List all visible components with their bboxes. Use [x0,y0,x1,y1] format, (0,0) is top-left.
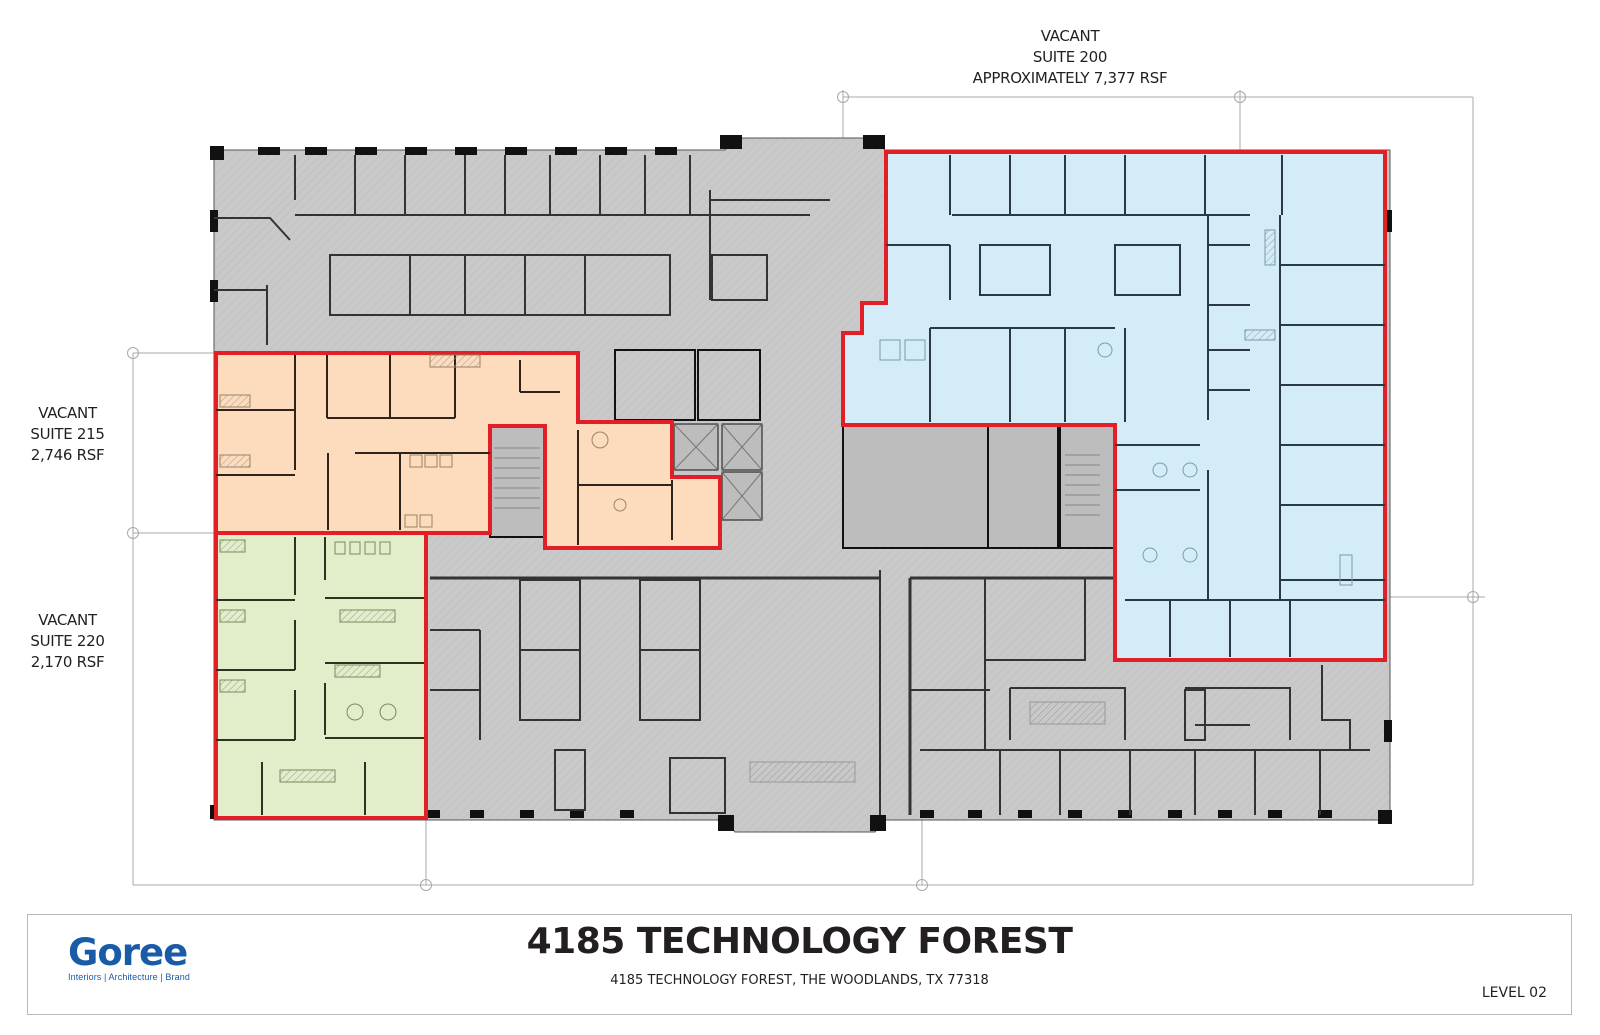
suite-200-area[interactable] [841,150,1387,662]
suite-220-furniture [219,539,397,783]
suite-220-status: VACANT [38,611,97,629]
suite-220-area: 2,170 RSF [30,653,105,671]
title-block: Goree Interiors | Architecture | Brand 4… [27,914,1572,1015]
logo-wordmark: Goree [68,931,188,974]
suite-215-area[interactable] [214,351,722,550]
logo-tagline: Interiors | Architecture | Brand [68,972,190,982]
suite-215-walls [216,355,673,545]
project-title: 4185 TECHNOLOGY FOREST [526,921,1073,962]
suite-200-label: VACANT SUITE 200 APPROXIMATELY 7,377 RSF [950,26,1190,89]
building-core [489,349,1116,549]
suite-200-furniture [879,229,1353,586]
suite-200-area: APPROXIMATELY 7,377 RSF [972,69,1168,87]
floor-plan [127,90,1485,891]
floor-level: LEVEL 02 [1481,985,1547,1001]
suite-215-status: VACANT [38,404,97,422]
occupied-interior-walls [214,155,1370,815]
suite-215-label: VACANT SUITE 215 2,746 RSF [15,403,120,466]
suite-220-area[interactable] [214,531,428,820]
suite-220-label: VACANT SUITE 220 2,170 RSF [15,610,120,673]
suite-220-name: SUITE 220 [30,632,105,650]
project-address: 4185 TECHNOLOGY FOREST, THE WOODLANDS, T… [610,973,989,988]
suite-215-name: SUITE 215 [30,425,105,443]
goree-logo: Goree Interiors | Architecture | Brand [68,931,190,983]
suite-200-name: SUITE 200 [1032,48,1108,66]
suite-200-walls [886,155,1385,657]
suite-215-area: 2,746 RSF [30,446,105,464]
suite-215-furniture [219,354,627,528]
suite-200-status: VACANT [1040,27,1100,45]
suite-220-walls [216,537,424,815]
